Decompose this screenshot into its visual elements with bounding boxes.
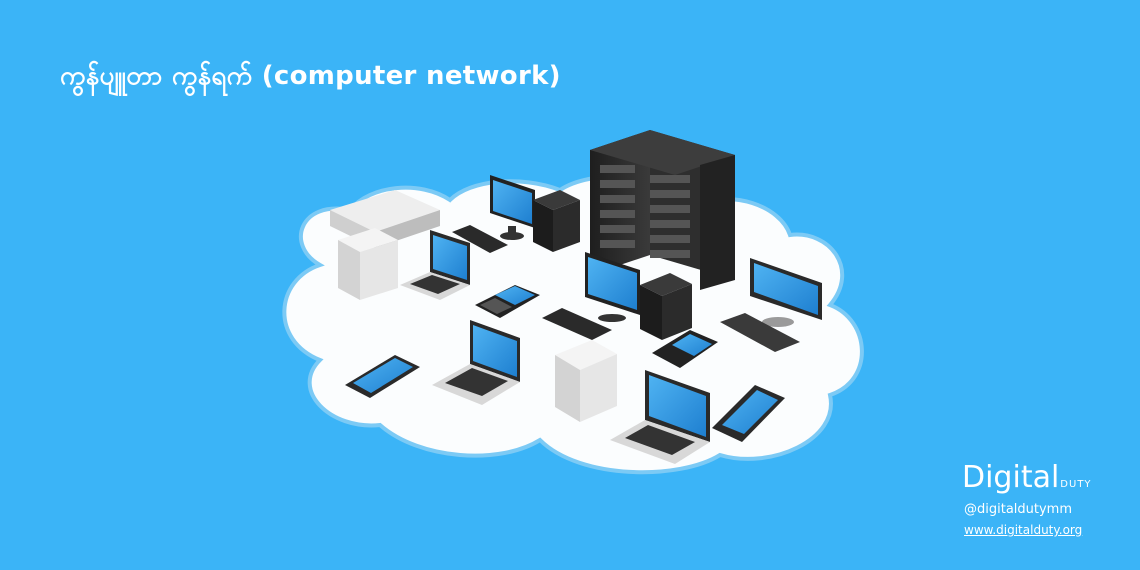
monitor-icon xyxy=(750,258,822,327)
brand-website-link[interactable]: www.digitalduty.org xyxy=(964,523,1083,537)
smartphone-icon xyxy=(712,385,785,442)
tower-pc-icon xyxy=(338,228,398,300)
server-rack-icon xyxy=(590,130,735,290)
keyboard-icon xyxy=(720,313,800,352)
laptop-icon xyxy=(610,370,710,464)
keyboard-icon xyxy=(452,225,508,253)
page-title: ကွန်ပျူတာ ကွန်ရက် (computer network) xyxy=(60,61,561,91)
tower-pc-icon xyxy=(555,340,617,422)
laptop-icon xyxy=(400,230,470,300)
brand-handle: @digitaldutymm xyxy=(964,502,1073,517)
brand-logo: Digital DUTY xyxy=(962,462,1112,494)
smartphone-icon xyxy=(475,285,540,318)
monitor-icon xyxy=(585,252,640,322)
monitor-icon xyxy=(490,175,535,240)
smartphone-icon xyxy=(345,355,420,398)
laptop-icon xyxy=(432,320,520,405)
brand-logo-main: Digital xyxy=(962,460,1060,495)
desktop-tower-icon xyxy=(640,273,692,340)
desktop-tower-icon xyxy=(533,190,580,252)
smartphone-icon xyxy=(652,330,718,368)
keyboard-icon xyxy=(542,308,612,340)
brand-block: Digital DUTY @digitaldutymm www.digitald… xyxy=(962,462,1112,538)
brand-logo-sub: DUTY xyxy=(1060,479,1092,490)
